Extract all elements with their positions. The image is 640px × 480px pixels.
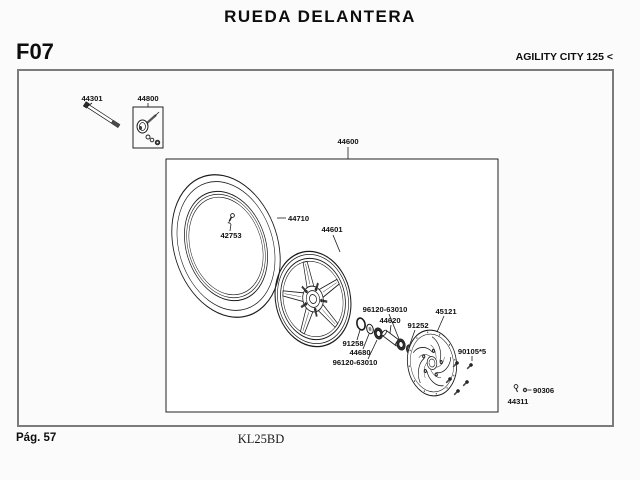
part-label-96120-63010-top: 96120-63010 <box>363 305 408 314</box>
engine-code: KL25BD <box>237 432 285 446</box>
disc-bolts-drawing <box>445 361 473 396</box>
part-label-44311: 44311 <box>508 397 529 406</box>
part-label-44620: 44620 <box>379 316 400 325</box>
speedometer-gear-drawing <box>136 111 161 146</box>
page-number: Pág. 57 <box>16 432 57 444</box>
tire-drawing <box>171 174 281 318</box>
part-label-44601: 44601 <box>321 225 343 234</box>
part-label-91252: 91252 <box>407 321 428 330</box>
collar-drawing <box>366 323 374 335</box>
o-ring-drawing <box>356 317 366 331</box>
part-label-44301: 44301 <box>81 94 103 103</box>
wheel-rim-drawing <box>274 250 352 348</box>
nut-90306-drawing <box>522 387 528 393</box>
part-label-44710: 44710 <box>288 214 309 223</box>
part-label-96120-63010-bottom: 96120-63010 <box>333 358 378 367</box>
pin-44311-drawing <box>513 384 519 393</box>
part-label-42753: 42753 <box>220 231 241 240</box>
leader-lines <box>87 102 532 391</box>
page-title: RUEDA DELANTERA <box>224 7 416 26</box>
part-label-44600: 44600 <box>337 137 358 146</box>
part-label-91258: 91258 <box>342 339 363 348</box>
page-border <box>17 69 614 427</box>
part-label-90306: 90306 <box>533 386 554 395</box>
part-label-44680: 44680 <box>349 348 370 357</box>
bearing-right-drawing <box>396 338 406 351</box>
section-code: F07 <box>16 39 54 64</box>
part-label-90105: 90105*5 <box>458 347 487 356</box>
valve-drawing <box>227 213 235 224</box>
model-name: AGILITY CITY 125 < <box>515 51 613 63</box>
part-label-45121: 45121 <box>435 307 457 316</box>
part-label-44800: 44800 <box>137 94 158 103</box>
brake-disc-drawing <box>406 329 458 397</box>
